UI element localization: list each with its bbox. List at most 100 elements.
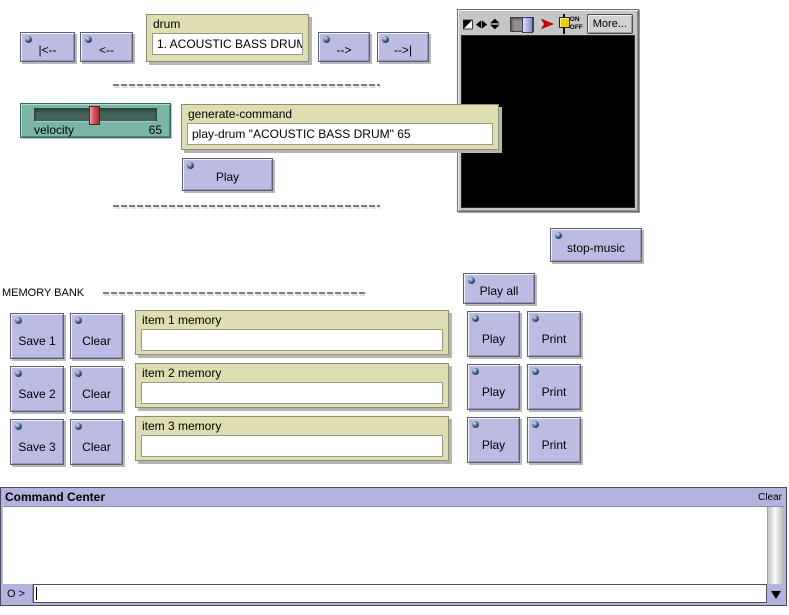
vertical-arrows-icon[interactable] bbox=[489, 17, 500, 31]
velocity-label: velocity bbox=[34, 123, 75, 137]
item-2-memory-field[interactable] bbox=[141, 382, 443, 404]
next-drum-label: --> bbox=[336, 42, 352, 57]
clear-1-label: Clear bbox=[82, 333, 111, 348]
text-caret bbox=[36, 587, 37, 600]
button-dot-icon bbox=[75, 423, 82, 430]
separator-dashes bbox=[103, 292, 365, 296]
item-1-memory-title: item 1 memory bbox=[142, 313, 222, 327]
clear-3-button[interactable]: Clear bbox=[70, 419, 123, 465]
more-button[interactable]: More... bbox=[586, 14, 633, 34]
button-dot-icon bbox=[187, 162, 194, 169]
button-dot-icon bbox=[472, 315, 479, 322]
next-drum-button[interactable]: --> bbox=[318, 32, 370, 62]
button-dot-icon bbox=[85, 36, 92, 43]
speed-slider-handle[interactable] bbox=[522, 16, 534, 33]
save-3-button[interactable]: Save 3 bbox=[10, 419, 64, 465]
save-2-button[interactable]: Save 2 bbox=[10, 366, 64, 412]
play-1-button[interactable]: Play bbox=[467, 311, 520, 357]
save-2-label: Save 2 bbox=[18, 386, 56, 401]
clear-2-button[interactable]: Clear bbox=[70, 366, 123, 412]
command-center-clear-button[interactable]: Clear bbox=[758, 491, 782, 503]
horizontal-arrows-icon[interactable] bbox=[475, 19, 487, 30]
more-button-label: More... bbox=[592, 18, 627, 30]
generate-command-field[interactable]: play-drum "ACOUSTIC BASS DRUM" 65 bbox=[187, 123, 493, 145]
item-1-memory-box: item 1 memory bbox=[135, 310, 449, 355]
button-dot-icon bbox=[15, 423, 22, 430]
print-2-label: Print bbox=[541, 384, 567, 399]
print-1-button[interactable]: Print bbox=[527, 311, 581, 357]
command-center-output bbox=[3, 506, 784, 584]
music-panel: ON OFF More... bbox=[457, 9, 639, 212]
button-dot-icon bbox=[468, 277, 475, 284]
button-dot-icon bbox=[25, 36, 32, 43]
last-drum-button[interactable]: -->| bbox=[377, 32, 429, 62]
item-1-memory-field[interactable] bbox=[141, 329, 443, 351]
velocity-value: 65 bbox=[148, 123, 162, 137]
chevron-down-icon bbox=[770, 591, 781, 604]
command-center-output-text[interactable] bbox=[3, 507, 767, 584]
play-all-label: Play all bbox=[479, 284, 519, 298]
item-3-memory-title: item 3 memory bbox=[142, 419, 222, 433]
save-1-label: Save 1 bbox=[18, 333, 56, 348]
print-3-button[interactable]: Print bbox=[527, 417, 581, 463]
clear-1-button[interactable]: Clear bbox=[70, 313, 123, 359]
button-dot-icon bbox=[472, 421, 479, 428]
toggle-off-label: OFF bbox=[569, 24, 583, 31]
button-dot-icon bbox=[15, 317, 22, 324]
velocity-handle[interactable] bbox=[89, 106, 101, 125]
item-3-memory-field[interactable] bbox=[141, 435, 443, 457]
command-center-input-row: O > bbox=[3, 584, 784, 603]
prev-drum-label: <-- bbox=[99, 42, 114, 57]
play-3-button[interactable]: Play bbox=[467, 417, 520, 463]
on-off-toggle[interactable]: ON OFF bbox=[558, 14, 583, 34]
stop-music-button[interactable]: stop-music bbox=[550, 228, 642, 262]
button-dot-icon bbox=[75, 370, 82, 377]
play-all-button[interactable]: Play all bbox=[463, 273, 535, 304]
play-1-label: Play bbox=[481, 331, 506, 346]
button-dot-icon bbox=[382, 36, 389, 43]
memory-bank-heading: MEMORY BANK bbox=[2, 287, 85, 299]
drum-box: drum 1. ACOUSTIC BASS DRUM bbox=[146, 14, 309, 62]
command-center-title: Command Center bbox=[5, 490, 106, 504]
command-input[interactable] bbox=[33, 584, 767, 603]
speed-slider[interactable] bbox=[509, 16, 535, 33]
play-button-label: Play bbox=[215, 170, 240, 184]
command-prompt: O > bbox=[3, 584, 33, 603]
clear-2-label: Clear bbox=[82, 386, 111, 401]
separator-dashes bbox=[113, 84, 380, 88]
stop-music-label: stop-music bbox=[566, 240, 625, 255]
button-dot-icon bbox=[323, 36, 330, 43]
item-3-memory-box: item 3 memory bbox=[135, 416, 449, 461]
prev-drum-button[interactable]: <-- bbox=[80, 32, 133, 62]
first-drum-button[interactable]: |<-- bbox=[20, 32, 75, 62]
velocity-slider-track[interactable] bbox=[34, 106, 157, 125]
command-history-dropdown[interactable] bbox=[767, 584, 784, 603]
button-dot-icon bbox=[532, 421, 539, 428]
save-1-button[interactable]: Save 1 bbox=[10, 313, 64, 359]
button-dot-icon bbox=[555, 232, 562, 239]
drum-value-field[interactable]: 1. ACOUSTIC BASS DRUM bbox=[152, 33, 303, 55]
play-2-button[interactable]: Play bbox=[467, 364, 520, 410]
button-dot-icon bbox=[472, 368, 479, 375]
toggle-on-label: ON bbox=[569, 16, 580, 23]
button-dot-icon bbox=[75, 317, 82, 324]
generate-command-title: generate-command bbox=[188, 107, 293, 121]
toggle-knob[interactable] bbox=[558, 17, 570, 28]
velocity-slider[interactable]: velocity 65 bbox=[20, 103, 171, 138]
button-dot-icon bbox=[15, 370, 22, 377]
first-drum-label: |<-- bbox=[38, 42, 57, 57]
print-3-label: Print bbox=[541, 437, 567, 452]
last-drum-label: -->| bbox=[393, 42, 413, 57]
music-panel-toolbar: ON OFF More... bbox=[461, 13, 635, 35]
command-center-scrollbar[interactable] bbox=[767, 507, 784, 584]
red-arrow-icon[interactable] bbox=[541, 17, 554, 31]
command-center-header: Command Center Clear bbox=[1, 488, 786, 506]
button-dot-icon bbox=[532, 315, 539, 322]
print-2-button[interactable]: Print bbox=[527, 364, 581, 410]
play-button[interactable]: Play bbox=[182, 158, 273, 191]
play-3-label: Play bbox=[481, 437, 506, 452]
generate-command-box: generate-command play-drum "ACOUSTIC BAS… bbox=[181, 104, 499, 150]
shrink-corner-icon[interactable] bbox=[463, 18, 473, 31]
item-2-memory-box: item 2 memory bbox=[135, 363, 449, 408]
drum-box-title: drum bbox=[153, 17, 181, 31]
